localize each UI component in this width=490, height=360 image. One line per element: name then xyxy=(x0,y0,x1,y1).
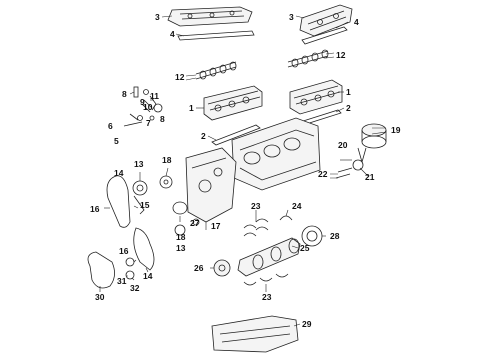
valve-cover-gasket-right xyxy=(301,26,348,45)
callout-14-upper: 14 xyxy=(114,168,124,178)
callout-3-left: 3 xyxy=(155,12,160,22)
callout-8-top: 8 xyxy=(122,89,127,99)
callout-28: 28 xyxy=(330,231,340,241)
chain-guide-left xyxy=(133,195,145,215)
timing-chain-lower xyxy=(133,227,155,271)
callout-3-right: 3 xyxy=(289,12,294,22)
cylinder-head-left xyxy=(203,85,263,121)
timing-chain-left xyxy=(106,175,131,228)
callout-9: 9 xyxy=(140,97,145,107)
lower-bearings xyxy=(243,273,289,286)
callout-27: 27 xyxy=(190,218,200,228)
callout-15: 15 xyxy=(140,200,150,210)
callout-2-left: 2 xyxy=(201,131,206,141)
harmonic-balancer xyxy=(213,259,231,277)
callout-29: 29 xyxy=(302,319,312,329)
callout-8-side: 8 xyxy=(160,114,165,124)
leader-lines xyxy=(99,15,387,327)
callout-16-upper: 16 xyxy=(90,204,100,214)
piston-assembly xyxy=(335,123,387,179)
callout-13-lower: 13 xyxy=(176,243,186,253)
callout-5: 5 xyxy=(114,136,119,146)
callout-18-upper: 18 xyxy=(162,155,172,165)
callout-30: 30 xyxy=(95,292,105,302)
callout-12-left: 12 xyxy=(175,72,185,82)
callout-10: 10 xyxy=(143,102,153,112)
camshaft-right xyxy=(287,49,329,68)
callout-1-right: 1 xyxy=(346,87,351,97)
callout-24: 24 xyxy=(292,201,302,211)
callout-22: 22 xyxy=(318,169,328,179)
callout-19: 19 xyxy=(391,125,401,135)
callout-25: 25 xyxy=(300,243,310,253)
engine-block xyxy=(231,117,321,191)
callout-6: 6 xyxy=(108,121,113,131)
callout-12-right: 12 xyxy=(336,50,346,60)
callout-21: 21 xyxy=(365,172,375,182)
callout-23-lower: 23 xyxy=(262,292,272,302)
valve-cover-right xyxy=(299,4,353,37)
tensioner xyxy=(172,201,188,215)
cam-sprocket xyxy=(132,180,148,196)
callout-26: 26 xyxy=(194,263,204,273)
callout-2-right: 2 xyxy=(346,103,351,113)
sprocket-lower xyxy=(174,218,200,236)
callout-16-lower: 16 xyxy=(119,246,129,256)
callout-1-left: 1 xyxy=(189,103,194,113)
valve-cover-left xyxy=(167,6,253,27)
callout-13-upper: 13 xyxy=(134,159,144,169)
callout-31: 31 xyxy=(117,276,127,286)
callout-17: 17 xyxy=(211,221,221,231)
crankshaft xyxy=(237,237,301,277)
callout-23-upper: 23 xyxy=(251,201,261,211)
camshaft-left xyxy=(195,61,237,80)
callout-20: 20 xyxy=(338,140,348,150)
cylinder-head-right xyxy=(289,79,343,115)
timing-chain-crank xyxy=(87,251,115,289)
idler-pulley-upper xyxy=(159,175,173,189)
head-gasket-left xyxy=(211,124,261,146)
timing-cover xyxy=(185,147,237,223)
oil-pan xyxy=(211,315,299,353)
main-bearings xyxy=(243,218,269,237)
callout-4-left: 4 xyxy=(170,29,175,39)
callout-18-lower: 18 xyxy=(176,232,186,242)
callout-11: 11 xyxy=(150,91,159,101)
thrust-washer xyxy=(279,215,293,221)
callout-32: 32 xyxy=(130,283,140,293)
callout-4-right: 4 xyxy=(354,17,359,27)
callout-14-lower: 14 xyxy=(143,271,153,281)
valve-cover-gasket-left xyxy=(177,30,255,41)
callout-7: 7 xyxy=(146,118,151,128)
